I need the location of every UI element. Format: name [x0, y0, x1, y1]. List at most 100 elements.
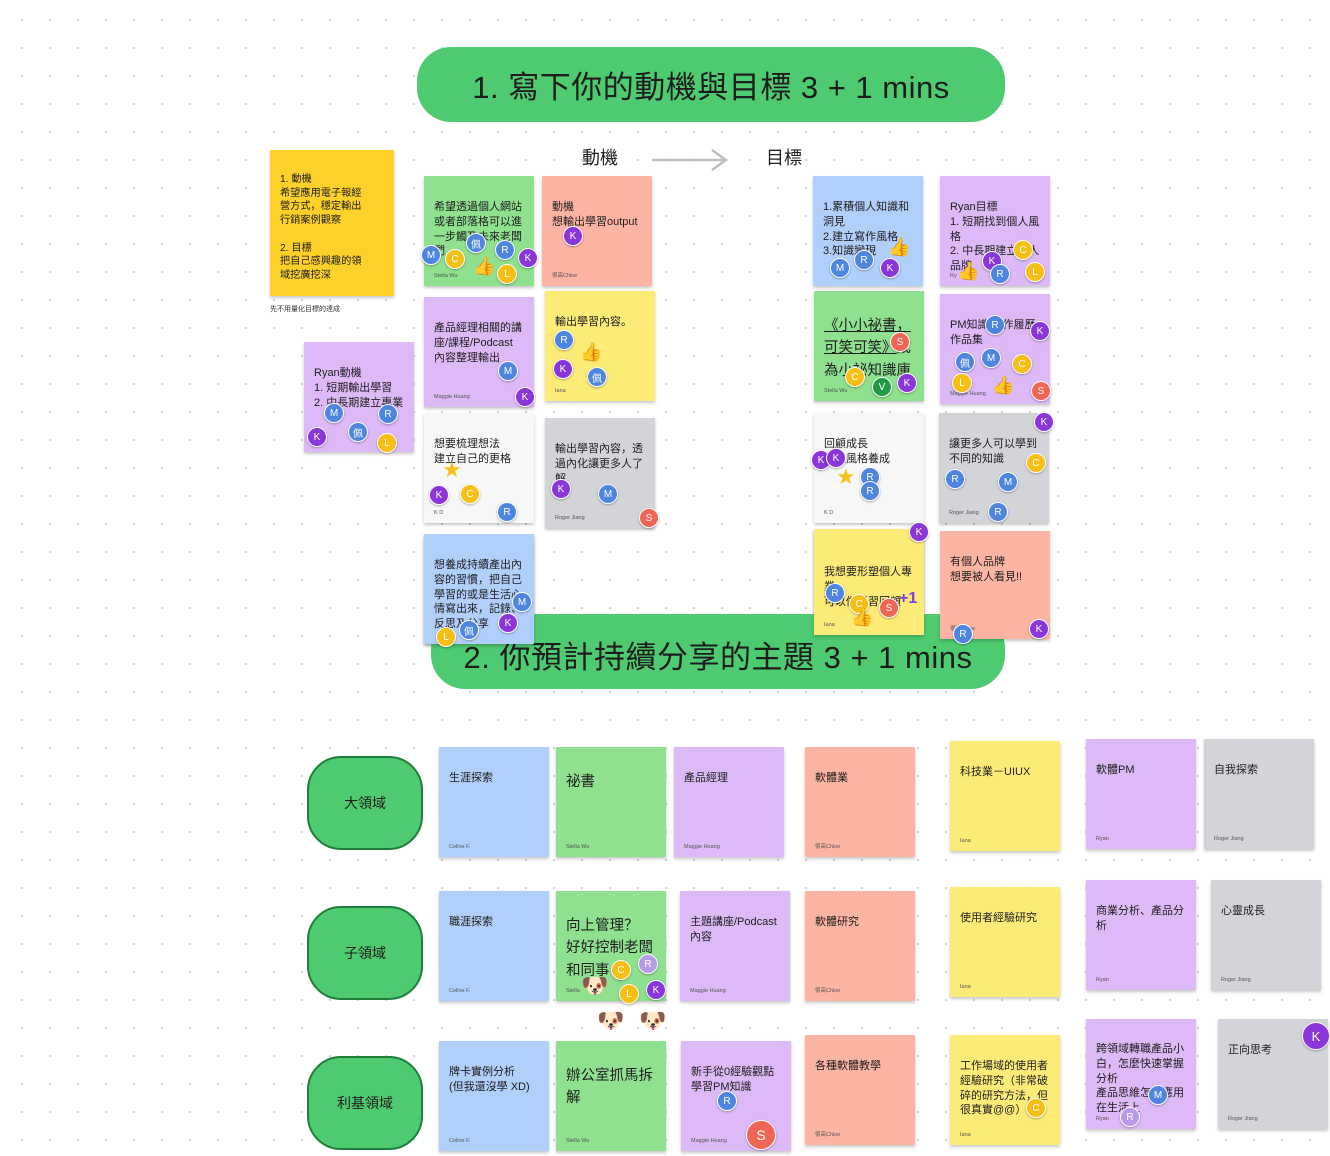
topic-note-software-research[interactable]: 軟體研究 很高Chloe — [805, 891, 915, 1001]
topic-note-mind-growth[interactable]: 心靈成長 Roger Jiang — [1211, 880, 1321, 990]
stamp-r[interactable]: R — [638, 954, 658, 974]
sticky-note-roger-motive[interactable]: 輸出學習內容，透 過內化讓更多人了 解 Roger Jiang — [545, 418, 655, 528]
dog-face-icon: 🐶 — [597, 1008, 625, 1033]
stamp-l[interactable]: L — [497, 264, 517, 284]
topic-note-office-drama[interactable]: 辦公室抓馬拆 解 Stella Wu — [556, 1041, 666, 1151]
stamp-k[interactable]: K — [826, 448, 846, 468]
stamp-s[interactable]: S — [890, 332, 910, 352]
stamp-v[interactable]: V — [872, 377, 892, 397]
stamp-r[interactable]: R — [860, 481, 880, 501]
row-label-niche[interactable]: 利基領域 — [307, 1056, 423, 1150]
stamp-c[interactable]: C — [445, 249, 465, 269]
stamp-k[interactable]: K — [909, 522, 929, 542]
stamp-r[interactable]: R — [1120, 1107, 1140, 1127]
stamp-c[interactable]: C — [845, 367, 865, 387]
stamp-pei[interactable]: 佩 — [348, 422, 368, 442]
topic-note-secretary[interactable]: 祕書 Stella Wu — [556, 747, 666, 857]
stamp-l[interactable]: L — [1025, 262, 1045, 282]
stamp-m[interactable]: M — [830, 258, 850, 278]
stamp-c[interactable]: C — [1013, 240, 1033, 260]
section-banner-motivation[interactable]: 1. 寫下你的動機與目標 3 + 1 mins — [417, 47, 1005, 122]
topic-note-software-tutorial[interactable]: 各種軟體教學 很高Chloe — [805, 1035, 915, 1145]
stamp-k[interactable]: K — [551, 479, 571, 499]
row-label-sub[interactable]: 子領域 — [307, 906, 423, 1000]
stamp-c[interactable]: C — [849, 594, 869, 614]
stamp-k[interactable]: K — [518, 248, 538, 268]
sticky-note-maggie-motive[interactable]: 產品經理相關的講 座/課程/Podcast 內容整理輸出 Maggie Huan… — [424, 297, 534, 407]
stamp-s[interactable]: S — [746, 1120, 776, 1150]
dog-face-icon: 🐶 — [581, 973, 609, 998]
stamp-r[interactable]: R — [990, 264, 1010, 284]
stamp-l[interactable]: L — [952, 373, 972, 393]
stamp-k[interactable]: K — [1029, 619, 1049, 639]
stamp-m[interactable]: M — [512, 592, 532, 612]
plus-one-reaction[interactable]: +1 — [899, 590, 918, 607]
stamp-m[interactable]: M — [981, 348, 1001, 368]
sticky-note-stella-motive[interactable]: 希望透過個人網站 或者部落格可以進 一步觸及未來老闆 們 Stella Wu — [424, 176, 534, 286]
stamp-c[interactable]: C — [1026, 453, 1046, 473]
stamp-k[interactable]: K — [429, 485, 449, 505]
stamp-l[interactable]: L — [619, 984, 639, 1004]
stamp-l[interactable]: L — [377, 433, 397, 453]
stamp-m[interactable]: M — [998, 472, 1018, 492]
topic-note-podcast[interactable]: 主題講座/Podcast 內容 Maggie Huang — [680, 891, 790, 1001]
stamp-k[interactable]: K — [1034, 412, 1054, 432]
stamp-s[interactable]: S — [879, 598, 899, 618]
stamp-c[interactable]: C — [460, 484, 480, 504]
stamp-c[interactable]: C — [1012, 354, 1032, 374]
stamp-r[interactable]: R — [497, 502, 517, 522]
stamp-s[interactable]: S — [639, 508, 659, 528]
topic-note-cross-domain-pm[interactable]: 跨領域轉職產品小 白，怎麼快速掌握 分析 產品思維怎麼應用 在生活上 Ryan — [1086, 1019, 1196, 1129]
topic-note-uiux[interactable]: 科技業－UIUX Iana — [950, 741, 1060, 851]
stamp-r[interactable]: R — [945, 469, 965, 489]
stamp-k[interactable]: K — [553, 359, 573, 379]
goal-link-text[interactable]: 《小小祕書， 可笑可笑》 — [824, 317, 911, 357]
stamp-s[interactable]: S — [1031, 381, 1051, 401]
stamp-k[interactable]: K — [1030, 321, 1050, 341]
topic-note-business-analysis[interactable]: 商業分析、產品分 析 Ryan — [1086, 880, 1196, 990]
stamp-k[interactable]: K — [646, 980, 666, 1000]
stamp-k[interactable]: K — [307, 427, 327, 447]
stamp-k[interactable]: K — [515, 387, 535, 407]
sticky-note-chloe-motive[interactable]: 動機 想輸出學習output 很高Chloe — [542, 176, 652, 286]
stamp-k[interactable]: K — [897, 373, 917, 393]
topic-note-software[interactable]: 軟體業 很高Chloe — [805, 747, 915, 857]
stamp-m[interactable]: M — [598, 484, 618, 504]
stamp-pei[interactable]: 佩 — [955, 352, 975, 372]
stamp-m[interactable]: M — [498, 361, 518, 381]
stamp-l[interactable]: L — [436, 627, 456, 647]
thumbs-up-icon: 👍 — [580, 342, 603, 362]
topic-note-job-explore[interactable]: 職涯探索 Celine F. — [439, 891, 549, 1001]
topic-note-pm[interactable]: 產品經理 Maggie Huang — [674, 747, 784, 857]
stamp-r[interactable]: R — [953, 624, 973, 644]
stamp-c[interactable]: C — [1026, 1098, 1046, 1118]
guide-note[interactable]: 1. 動機 希望應用電子報經 營方式，穩定輸出 行銷案例觀察 2. 目標 把自己… — [270, 150, 394, 296]
stamp-c[interactable]: C — [611, 960, 631, 980]
stamp-k[interactable]: K — [1302, 1022, 1330, 1050]
topic-note-ux-research[interactable]: 使用者經驗研究 Iana — [950, 887, 1060, 997]
stamp-pei[interactable]: 佩 — [587, 367, 607, 387]
stamp-r[interactable]: R — [378, 404, 398, 424]
topic-note-software-pm[interactable]: 軟體PM Ryan — [1086, 739, 1196, 849]
stamp-m[interactable]: M — [421, 245, 441, 265]
stamp-pei[interactable]: 佩 — [466, 233, 486, 253]
stamp-r[interactable]: R — [988, 502, 1008, 522]
stamp-k[interactable]: K — [498, 613, 518, 633]
stamp-k[interactable]: K — [880, 258, 900, 278]
stamp-r[interactable]: R — [854, 250, 874, 270]
sticky-note-kd-motive[interactable]: 想要梳理想法 建立自己的更格 K D — [424, 413, 534, 523]
topic-note-workplace-ux[interactable]: 工作場域的使用者 經驗研究（非常破 碎的研究方法，但 很真實@@） Iana — [950, 1035, 1060, 1145]
stamp-m[interactable]: M — [324, 403, 344, 423]
stamp-r[interactable]: R — [495, 240, 515, 260]
stamp-pei[interactable]: 佩 — [459, 620, 479, 640]
topic-note-self-explore[interactable]: 自我探索 Roger Jiang — [1204, 739, 1314, 849]
topic-note-card-analysis[interactable]: 牌卡實例分析 (但我還沒學 XD) Celine F. — [439, 1041, 549, 1151]
stamp-r[interactable]: R — [717, 1091, 737, 1111]
stamp-m[interactable]: M — [1148, 1085, 1168, 1105]
stamp-r[interactable]: R — [985, 315, 1005, 335]
stamp-k[interactable]: K — [563, 226, 583, 246]
stamp-r[interactable]: R — [554, 330, 574, 350]
topic-note-career[interactable]: 生涯探索 Celine F. — [439, 747, 549, 857]
row-label-broad[interactable]: 大領域 — [307, 756, 423, 850]
stamp-r[interactable]: R — [825, 583, 845, 603]
